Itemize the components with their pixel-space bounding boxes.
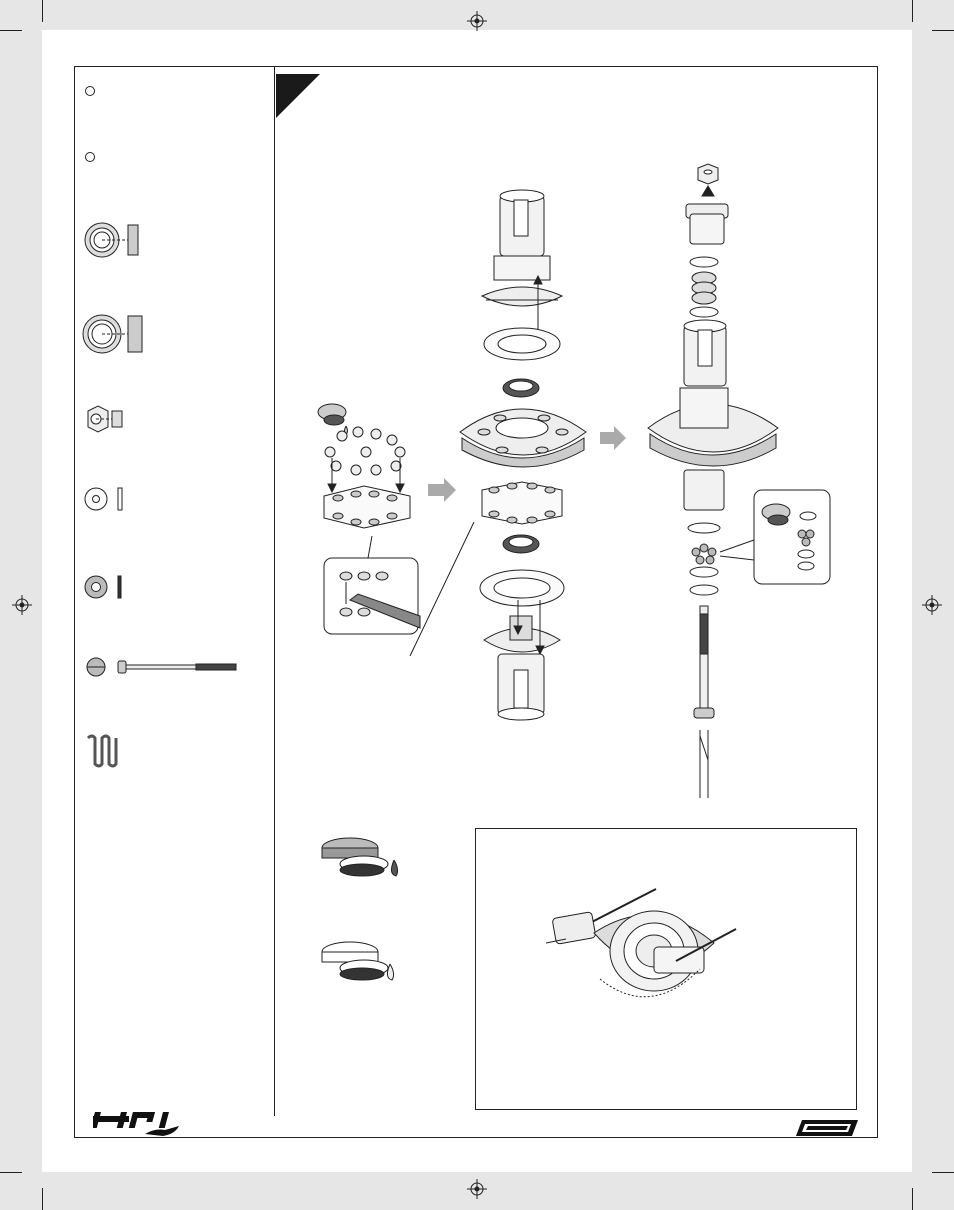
registration-mark-icon <box>12 595 32 615</box>
parts-list <box>80 78 270 798</box>
crop-mark <box>932 30 954 31</box>
parts-list-item <box>80 482 270 516</box>
center-exploded-stack <box>409 189 587 721</box>
differential-assembly-diagram <box>317 163 831 798</box>
spring-icon <box>86 734 118 768</box>
hpi-racing-logo <box>93 1112 179 1136</box>
step-marker-icon <box>276 74 320 118</box>
crop-mark <box>0 30 22 31</box>
parts-list-item <box>80 218 270 262</box>
assembled-differential-stack <box>647 163 831 798</box>
arrow-right-icon <box>600 426 626 450</box>
small-circle-bullet-icon <box>85 152 95 162</box>
instruction-frame <box>74 66 878 1138</box>
parts-list-item <box>80 150 270 164</box>
parts-list-item <box>80 404 270 434</box>
diff-oil-jar-icon <box>321 941 395 981</box>
crop-mark <box>932 1172 954 1173</box>
crop-mark <box>912 1188 913 1210</box>
tip-box <box>475 828 857 1110</box>
long-screw-icon <box>86 657 237 677</box>
parts-list-item <box>80 734 270 768</box>
thick-washer-icon <box>84 575 122 599</box>
parts-list-item <box>80 84 270 98</box>
parts-list-item <box>80 570 270 604</box>
flat-washer-icon <box>84 487 123 511</box>
arrow-right-icon <box>428 478 456 502</box>
column-divider <box>274 66 276 1116</box>
small-circle-bullet-icon <box>85 86 95 96</box>
registration-mark-icon <box>467 1179 487 1199</box>
registration-mark-icon <box>922 595 942 615</box>
ball-bearing-large-icon <box>82 314 143 354</box>
differential-adjustment-diagram <box>545 888 737 998</box>
thrust-ball-sub-assembly <box>317 403 421 635</box>
cup-racer-logo <box>796 1120 858 1136</box>
crop-mark <box>0 1172 22 1173</box>
ball-bearing-icon <box>84 222 139 258</box>
crop-mark <box>42 1188 43 1210</box>
parts-list-item <box>80 652 270 682</box>
lock-nut-icon <box>87 405 123 433</box>
crop-mark <box>42 0 43 22</box>
silicone-grease-jar-icon <box>321 837 399 877</box>
registration-mark-icon <box>467 11 487 31</box>
crop-mark <box>912 0 913 22</box>
parts-list-item <box>80 310 270 358</box>
